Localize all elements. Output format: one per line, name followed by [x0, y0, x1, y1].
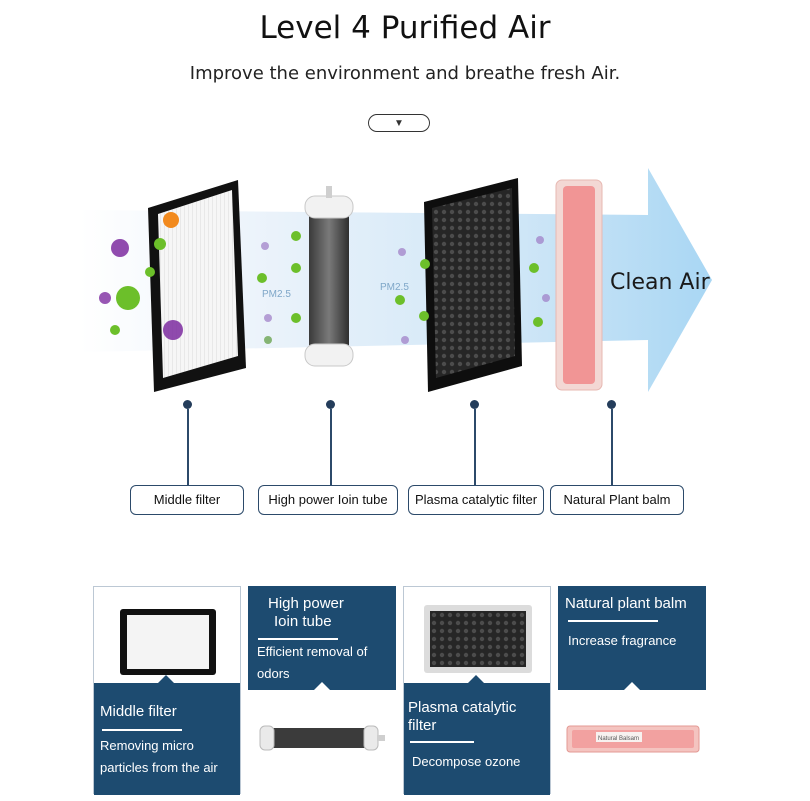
pm-label: PM2.5 [262, 289, 291, 300]
chevron-down-icon: ▼ [394, 118, 404, 129]
clean-air-label: Clean Air [610, 270, 710, 295]
divider [410, 741, 474, 743]
divider [568, 620, 658, 622]
divider [258, 638, 338, 640]
connector-dot [607, 400, 616, 409]
expand-toggle[interactable]: ▼ [368, 114, 430, 132]
middle-filter-image [120, 609, 216, 675]
caret-icon [468, 675, 484, 683]
connector-line [330, 409, 332, 485]
panel-desc: odors [257, 666, 290, 681]
plasma-filter-graphic [424, 178, 522, 392]
ion-tube-card: High power Ioin tube Efficient removal o… [248, 586, 396, 794]
middle-filter-card: Middle filter Removing micro particles f… [93, 586, 241, 795]
panel-desc: Decompose ozone [412, 754, 521, 769]
connector-dot [326, 400, 335, 409]
plasma-filter-image [424, 605, 532, 673]
connector-dot [470, 400, 479, 409]
ion-tube-photo-area [248, 690, 396, 794]
panel-title: Plasma catalytic [408, 699, 517, 716]
component-label-ion-tube: High power Ioin tube [258, 485, 398, 515]
connector-line [187, 409, 189, 485]
caret-icon [314, 682, 330, 690]
middle-filter-caption: Middle filter Removing micro particles f… [94, 683, 240, 795]
plant-balm-card: Natural plant balm Increase fragrance Na… [558, 586, 706, 794]
middle-filter-graphic [148, 180, 246, 392]
panel-desc: Removing micro [100, 738, 194, 753]
component-label-plasma-filter: Plasma catalytic filter [408, 485, 544, 515]
caret-icon [158, 675, 174, 683]
panel-title: Natural plant balm [565, 595, 687, 612]
pollutant-particles [99, 212, 550, 344]
balm-tag-text: Natural Balsam [598, 736, 639, 742]
pm-label: PM2.5 [380, 282, 409, 293]
component-label-plant-balm: Natural Plant balm [550, 485, 684, 515]
connector-line [611, 409, 613, 485]
connector-dot [183, 400, 192, 409]
ion-tube-image [259, 725, 385, 751]
panel-title: High power [268, 595, 344, 612]
panel-title: filter [408, 717, 437, 734]
page-subtitle: Improve the environment and breathe fres… [189, 63, 621, 84]
caret-icon [624, 682, 640, 690]
panel-desc: Efficient removal of [257, 644, 368, 659]
component-label-middle-filter: Middle filter [130, 485, 244, 515]
divider [102, 729, 182, 731]
panel-title: Ioin tube [274, 613, 332, 630]
panel-desc: particles from the air [100, 760, 218, 775]
connector-line [474, 409, 476, 485]
panel-title: Middle filter [100, 703, 177, 720]
plant-balm-image: Natural Balsam [566, 725, 700, 753]
plant-balm-graphic [555, 179, 603, 391]
airflow-illustration: PM2.5 PM2.5 [80, 168, 712, 392]
plasma-filter-caption: Plasma catalytic filter Decompose ozone [404, 683, 550, 795]
plant-balm-photo-area: Natural Balsam [558, 690, 706, 794]
page-title: Level 4 Purified Air [259, 10, 551, 46]
panel-desc: Increase fragrance [568, 633, 677, 648]
plasma-filter-card: Plasma catalytic filter Decompose ozone [403, 586, 551, 795]
ion-tube-graphic [304, 186, 354, 367]
